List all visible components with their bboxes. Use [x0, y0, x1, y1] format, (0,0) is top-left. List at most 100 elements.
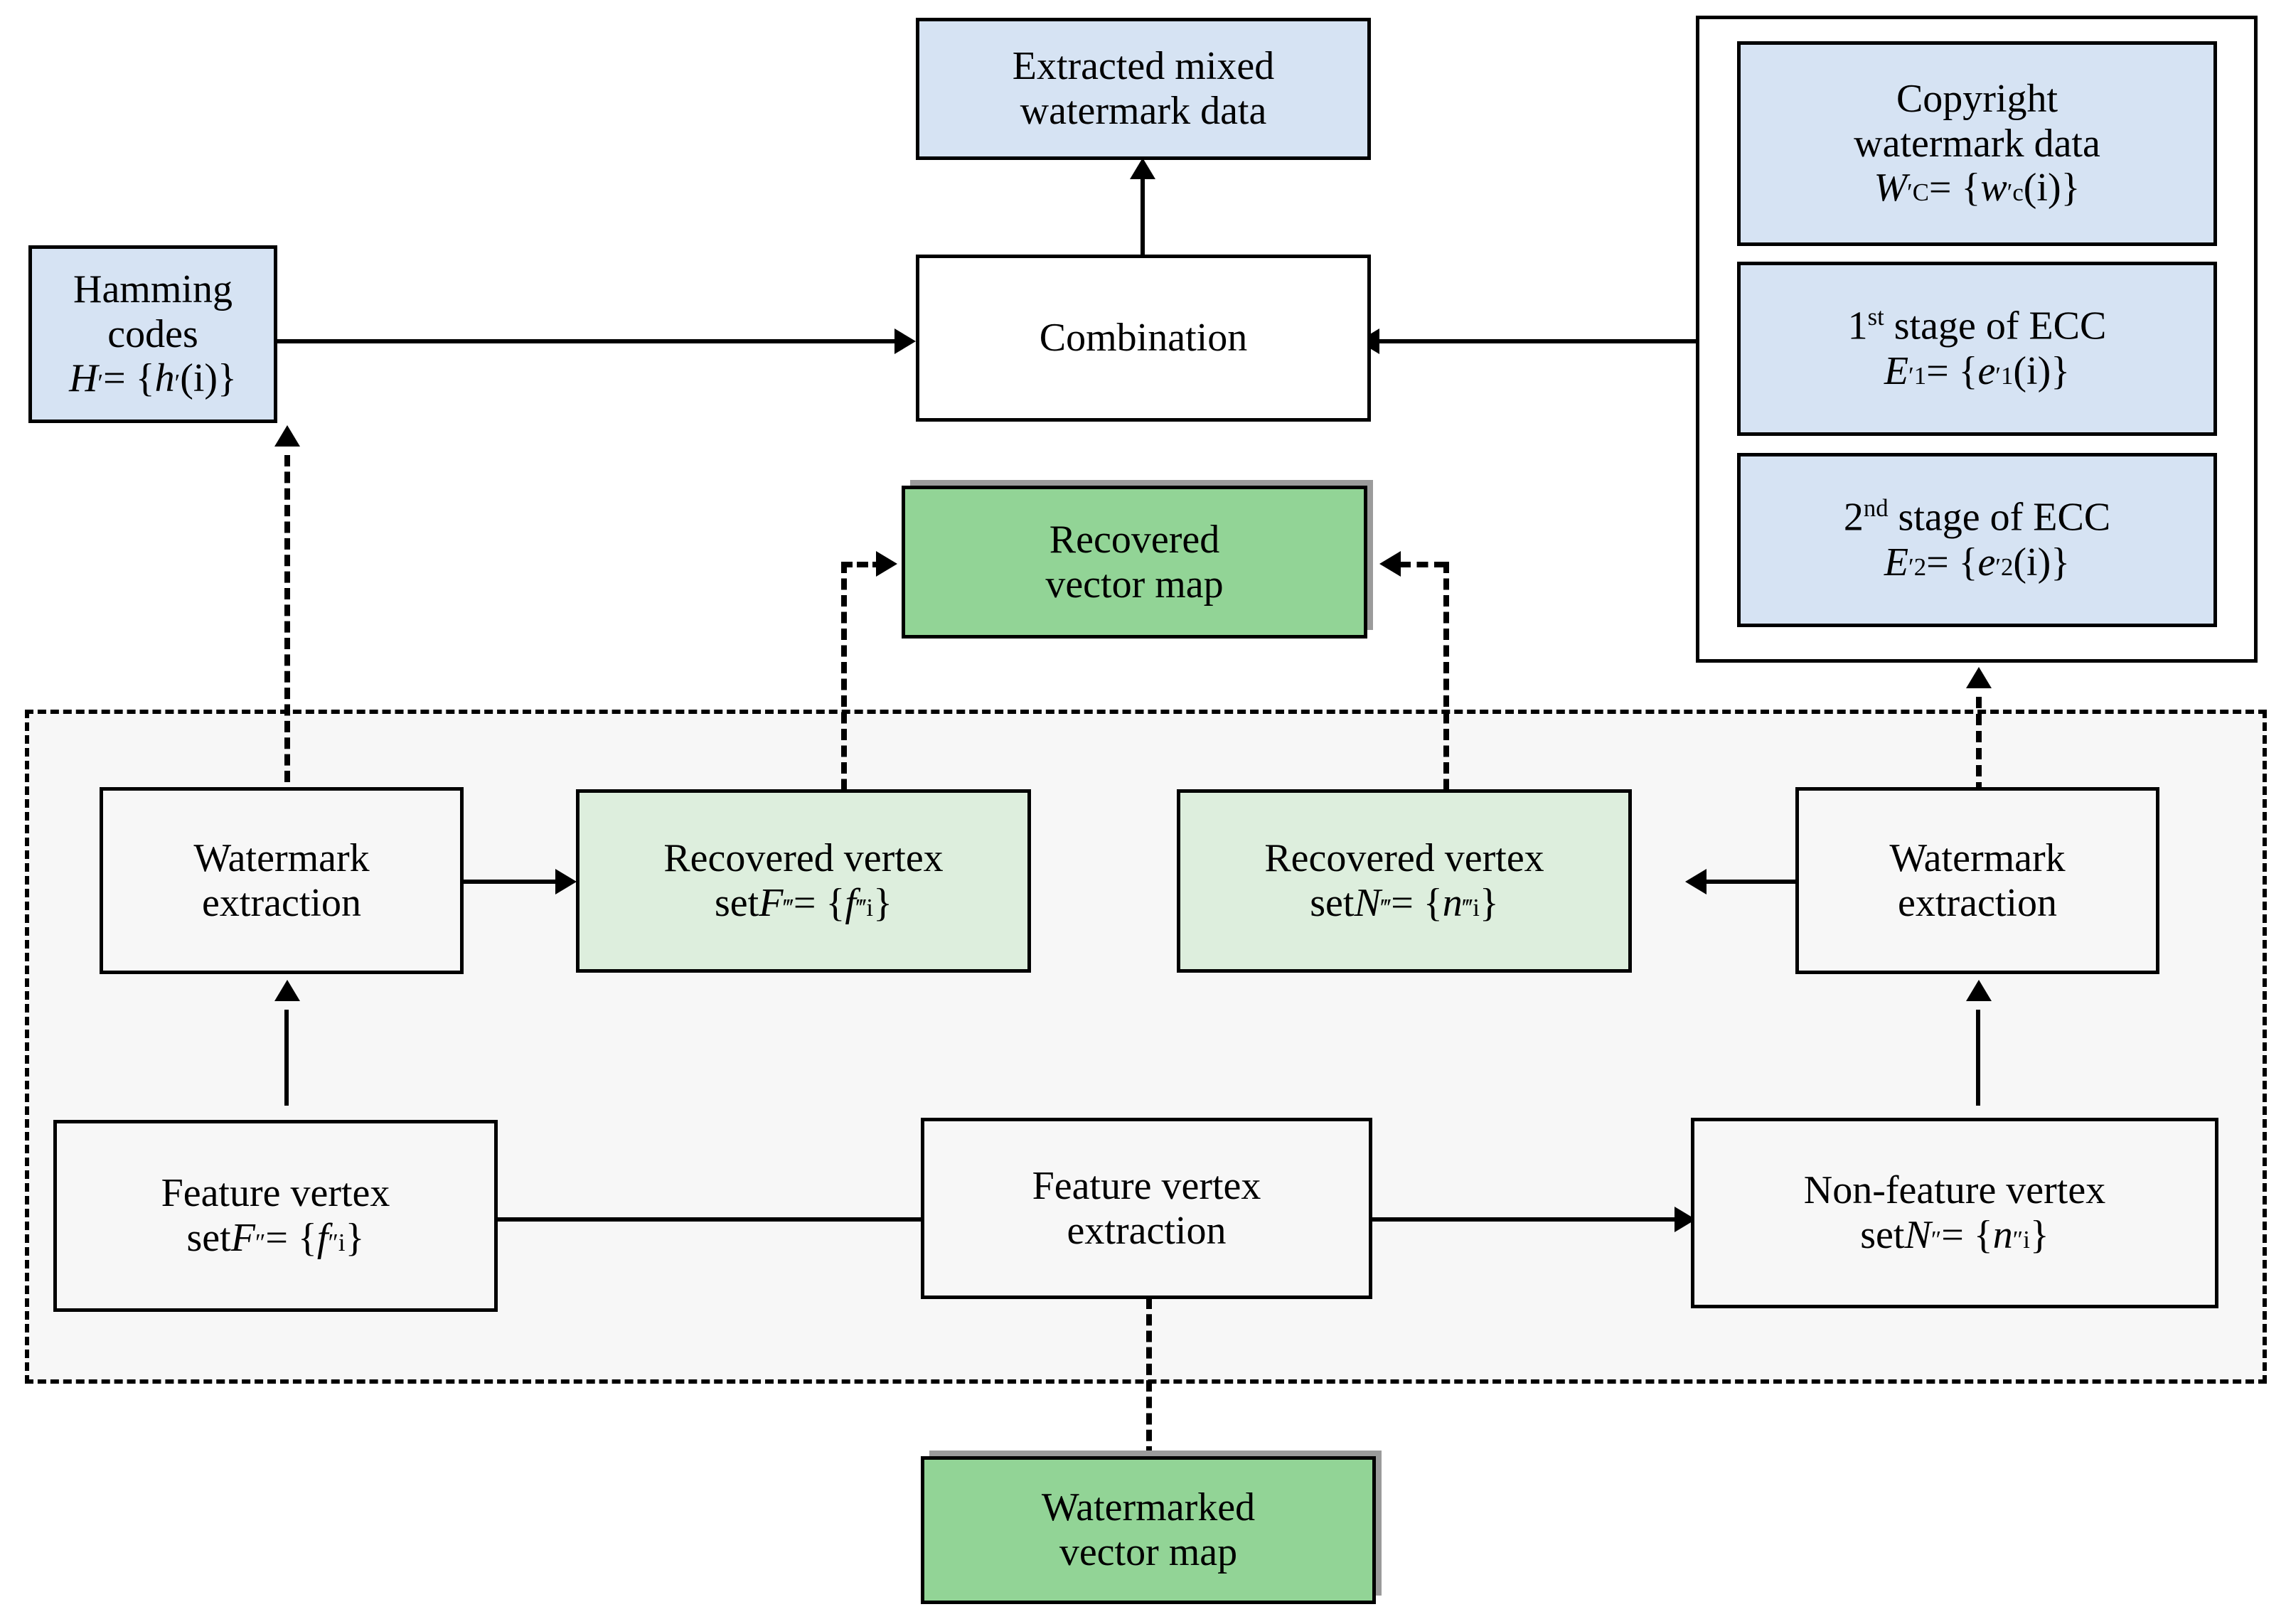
node-copyright-watermark-data[interactable]: Copyright watermark data W′C = {w′c(i)}: [1737, 41, 2217, 246]
node-combination[interactable]: Combination: [916, 255, 1371, 422]
ecc1-sub: 1: [1913, 361, 1927, 390]
hamming-fnprime: ′: [174, 369, 181, 397]
hamming-arg: (i)}: [180, 356, 237, 401]
fve-line1: Feature vertex: [1032, 1163, 1261, 1208]
copyright-fnprime: ′: [2007, 178, 2013, 207]
ecc2-eq: = {: [1926, 540, 1978, 584]
ecc1-arg: (i)}: [2013, 348, 2071, 393]
ecc1-line1: 1st stage of ECC: [1847, 304, 2107, 349]
node-extracted-mixed-watermark-data[interactable]: Extracted mixed watermark data: [916, 18, 1371, 160]
arrowhead-combination-to-extracted: [1130, 158, 1155, 179]
fvs-eq: = {: [265, 1216, 317, 1260]
wml-line2: extraction: [202, 880, 361, 925]
hamming-eq: = {: [103, 356, 155, 401]
ecc1-sym: E: [1884, 348, 1909, 393]
rvf-eq: = {: [793, 881, 845, 925]
copyright-line2: watermark data: [1854, 121, 2100, 166]
edge-extraction-to-featureset: [284, 1217, 924, 1222]
node-non-feature-vertex-set[interactable]: Non-feature vertex set N″ = {n″i}: [1691, 1118, 2218, 1308]
ecc2-sub: 2: [1913, 552, 1927, 581]
fvs-pre: set: [186, 1216, 231, 1260]
edge-vertexn-to-map-vertical: [1443, 562, 1449, 807]
node-recovered-vertex-set-n[interactable]: Recovered vertex set N‴ = {n‴i}: [1177, 789, 1632, 973]
edge-extractionright-to-vertexn: [1707, 880, 1810, 884]
fvs-fnsub: i: [338, 1229, 346, 1256]
arrowhead-vertexf-to-map: [876, 551, 897, 577]
ecc1-stage-text: stage of ECC: [1884, 304, 2107, 349]
edge-featureset-to-extractionleft: [284, 1010, 289, 1106]
nfvs-line1: Non-feature vertex: [1803, 1168, 2106, 1213]
fvs-primes: ″: [255, 1229, 266, 1256]
arrowhead-extraction-to-hamming: [274, 425, 300, 447]
node-recovered-vector-map[interactable]: Recovered vector map: [902, 486, 1367, 639]
node-ecc-stage-2[interactable]: 2nd stage of ECC E′2 = {e′2(i)}: [1737, 453, 2217, 627]
recovered-map-line2: vector map: [1045, 562, 1224, 607]
nfvs-primes: ″: [1930, 1226, 1942, 1254]
ecc2-fnprime: ′: [1995, 552, 2002, 581]
combination-label: Combination: [1039, 316, 1248, 360]
rvn-fnsub: i: [1473, 894, 1480, 921]
rvn-formula: set N‴ = {n‴i}: [1310, 881, 1499, 926]
rvf-sym: F: [759, 881, 784, 925]
rvf-primes: ‴: [783, 894, 794, 921]
copyright-line1: Copyright: [1896, 76, 2058, 121]
rvf-line1: Recovered vertex: [663, 836, 944, 881]
ecc2-formula: E′2 = {e′2(i)}: [1884, 540, 2070, 585]
ecc2-prime: ′: [1908, 552, 1914, 581]
rvf-formula: set F‴ = {f‴i}: [715, 881, 892, 926]
rvf-fnprimes: ‴: [855, 894, 867, 921]
wmr-line1: Watermark: [1889, 835, 2066, 880]
rvn-pre: set: [1310, 881, 1355, 925]
rvn-close: }: [1479, 881, 1499, 925]
arrowhead-extractionright-to-vertexn: [1685, 869, 1707, 894]
copyright-sym: W: [1874, 166, 1908, 210]
rvn-eq: = {: [1391, 881, 1443, 925]
ecc2-line1: 2nd stage of ECC: [1844, 495, 2110, 540]
rvn-primes: ‴: [1380, 894, 1392, 921]
copyright-fn: w: [1980, 166, 2007, 210]
fvs-close: }: [345, 1216, 365, 1260]
copyright-prime: ′: [1907, 178, 1913, 207]
edge-vertexf-to-map-horizontal: [841, 562, 884, 567]
fve-line2: extraction: [1067, 1208, 1227, 1253]
node-watermarked-vector-map[interactable]: Watermarked vector map: [921, 1456, 1376, 1604]
ecc1-ordinal: 1: [1847, 304, 1868, 349]
arrowhead-featureset-to-extractionleft: [274, 980, 300, 1001]
fvs-fnprimes: ″: [328, 1229, 338, 1256]
edge-vertexn-to-map-horizontal: [1399, 562, 1446, 567]
node-watermark-extraction-right[interactable]: Watermark extraction: [1795, 787, 2159, 974]
arrowhead-hamming-to-combination: [894, 328, 916, 354]
node-feature-vertex-extraction[interactable]: Feature vertex extraction: [921, 1118, 1372, 1299]
node-watermark-extraction-left[interactable]: Watermark extraction: [100, 787, 464, 974]
arrowhead-extraction-to-ecc: [1966, 667, 1992, 688]
rvf-close: }: [873, 881, 892, 925]
extracted-line2: watermark data: [1020, 89, 1267, 133]
ecc1-fnprime: ′: [1995, 361, 2002, 390]
nfvs-close: }: [2029, 1213, 2049, 1257]
nfvs-fnprimes: ″: [2012, 1226, 2024, 1254]
rvf-pre: set: [715, 881, 759, 925]
node-ecc-stage-1[interactable]: 1st stage of ECC E′1 = {e′1(i)}: [1737, 262, 2217, 436]
wml-line1: Watermark: [193, 835, 370, 880]
ecc2-ordinal-suffix: nd: [1863, 494, 1889, 523]
ecc2-ordinal: 2: [1843, 496, 1864, 540]
hamming-fn: h: [154, 356, 175, 401]
copyright-eq: = {: [1928, 166, 1981, 210]
fvs-line1: Feature vertex: [161, 1171, 390, 1216]
ecc1-prime: ′: [1908, 361, 1914, 390]
copyright-formula: W′C = {w′c(i)}: [1874, 166, 2080, 210]
recovered-map-line1: Recovered: [1049, 517, 1220, 562]
arrowhead-extractionleft-to-vertexf: [555, 869, 577, 894]
hamming-sym: H: [69, 356, 98, 401]
node-feature-vertex-set[interactable]: Feature vertex set F″ = {f″i}: [53, 1120, 498, 1312]
edge-extractionleft-to-vertexf: [463, 880, 562, 884]
edge-watermarkedmap-to-extraction: [1146, 1298, 1152, 1458]
rvf-fn: f: [845, 881, 856, 925]
node-recovered-vertex-set-f[interactable]: Recovered vertex set F‴ = {f‴i}: [576, 789, 1031, 973]
hamming-line1: Hamming codes: [73, 267, 233, 356]
node-hamming-codes[interactable]: Hamming codes H′ = {h′(i)}: [28, 245, 277, 423]
ecc2-arg: (i)}: [2013, 540, 2071, 584]
nfvs-eq: = {: [1941, 1213, 1993, 1257]
arrowhead-nonfeatureset-to-extractionright: [1966, 980, 1992, 1001]
rvn-fnprimes: ‴: [1462, 894, 1473, 921]
